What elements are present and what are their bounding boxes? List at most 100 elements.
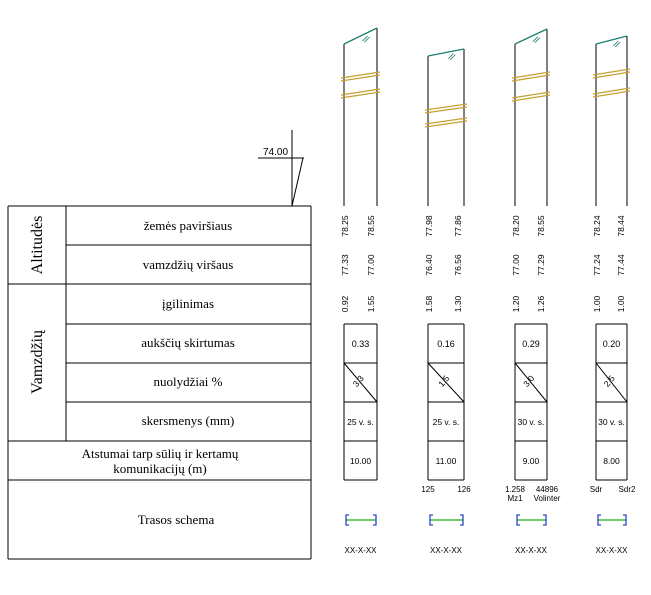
pipe-top-end: 77.00 [366, 254, 376, 276]
distance-value: 11.00 [436, 456, 457, 466]
pipe-crossing-line [592, 71, 631, 79]
height-diff-value: 0.33 [352, 339, 370, 349]
pipe-top-start: 76.40 [424, 254, 434, 276]
pipe-top-end: 76.56 [453, 254, 463, 276]
row-label-slope: nuolydžiai % [154, 374, 223, 389]
row-label-scheme: Trasos schema [138, 512, 215, 527]
group-pipes-label: Vamzdžių [29, 329, 46, 394]
row-label-ground: žemės paviršiaus [144, 218, 232, 233]
scheme-point-label: Mz1 [507, 494, 523, 503]
row-label-diameter: skersmenys (mm) [142, 413, 235, 428]
pipe-top-start: 77.33 [340, 254, 350, 276]
scheme-bracket-left [516, 514, 520, 526]
ground-level-end: 78.55 [366, 215, 376, 237]
row-label-distance-2: komunikacijų (m) [113, 461, 207, 476]
well-lid-line [427, 48, 465, 57]
pipe-crossing-line [511, 74, 551, 82]
scheme-code: XX-X-XX [515, 546, 548, 555]
slope-diagonal [427, 362, 465, 403]
ground-level-end: 78.44 [616, 215, 626, 237]
ground-level-end: 77.86 [453, 215, 463, 237]
diameter-value: 25 v. s. [433, 417, 460, 427]
row-label-distance-1: Atstumai tarp sūlių ir kertamų [82, 446, 239, 461]
scheme-point-label: 1.258 [505, 485, 526, 494]
distance-value: 10.00 [350, 456, 372, 466]
depth-end: 1.30 [453, 295, 463, 312]
ground-level-start: 77.98 [424, 215, 434, 237]
scheme-bracket-left [597, 514, 601, 526]
well-lid-line [343, 27, 378, 45]
lid-hatch-mark [614, 41, 621, 48]
depth-end: 1.55 [366, 295, 376, 312]
pipe-crossing-line [340, 71, 381, 79]
pipe-crossing-line [424, 117, 468, 125]
reference-level-value: 74.00 [263, 147, 288, 158]
lid-hatch-mark [534, 37, 541, 43]
slope-diagonal [514, 362, 548, 403]
pipe-crossing-line [340, 88, 381, 96]
pipe-crossing-line [592, 68, 631, 76]
scheme-point-label: 126 [457, 485, 471, 494]
scheme-point-label: Sdr2 [619, 485, 636, 494]
height-diff-value: 0.29 [522, 339, 540, 349]
pipe-crossing-line [511, 94, 551, 102]
scheme-bracket-left [429, 514, 433, 526]
lid-hatch-mark [532, 36, 539, 42]
scheme-point-label: 125 [421, 485, 435, 494]
scheme-bracket-right [460, 514, 464, 526]
row-label-height-diff: aukščių skirtumas [141, 335, 235, 350]
lid-hatch-mark [612, 40, 619, 47]
depth-end: 1.00 [616, 295, 626, 312]
well-lid-line [514, 28, 548, 45]
pipe-crossing-line [424, 103, 468, 111]
slope-diagonal [595, 362, 628, 403]
depth-end: 1.26 [536, 295, 546, 312]
depth-start: 0.92 [340, 295, 350, 312]
pipe-crossing-line [511, 91, 551, 99]
height-diff-value: 0.20 [603, 339, 621, 349]
scheme-point-label: 44896 [536, 485, 559, 494]
lid-hatch-mark [448, 53, 454, 59]
diameter-value: 30 v. s. [598, 417, 625, 427]
pipe-top-start: 77.00 [511, 254, 521, 276]
group-altitudes-label: Altitudės [29, 216, 46, 275]
pipe-crossing-line [424, 106, 468, 114]
distance-value: 8.00 [603, 456, 620, 466]
ground-level-start: 78.24 [592, 215, 602, 237]
scheme-code: XX-X-XX [595, 546, 628, 555]
pipe-top-start: 77.24 [592, 254, 602, 276]
pipe-crossing-line [592, 87, 631, 95]
scheme-bracket-right [623, 514, 627, 526]
well-lid-line [595, 35, 628, 45]
pipe-top-end: 77.44 [616, 254, 626, 276]
pipe-crossing-line [340, 91, 381, 99]
slope-diagonal [343, 362, 378, 403]
ground-level-start: 78.25 [340, 215, 350, 237]
lid-hatch-mark [450, 54, 456, 60]
scheme-bracket-right [373, 514, 377, 526]
depth-start: 1.58 [424, 295, 434, 312]
scheme-bracket-right [543, 514, 547, 526]
pipe-crossing-line [340, 74, 381, 82]
lid-hatch-mark [362, 35, 368, 42]
pipe-crossing-line [592, 90, 631, 98]
row-label-pipe-top: vamzdžių viršaus [143, 257, 234, 272]
scheme-point-label: Sdr [590, 485, 603, 494]
distance-value: 9.00 [523, 456, 540, 466]
row-label-depth: įgilinimas [162, 296, 214, 311]
reference-level-marker [258, 130, 304, 207]
diameter-value: 30 v. s. [518, 417, 545, 427]
scheme-code: XX-X-XX [344, 546, 377, 555]
pipe-crossing-line [511, 71, 551, 79]
scheme-code: XX-X-XX [430, 546, 463, 555]
ground-level-start: 78.20 [511, 215, 521, 237]
lid-hatch-mark [364, 36, 370, 43]
diameter-value: 25 v. s. [347, 417, 374, 427]
depth-start: 1.00 [592, 295, 602, 312]
pipe-top-end: 77.29 [536, 254, 546, 276]
depth-start: 1.20 [511, 295, 521, 312]
ground-level-end: 78.55 [536, 215, 546, 237]
left-table [7, 205, 312, 560]
